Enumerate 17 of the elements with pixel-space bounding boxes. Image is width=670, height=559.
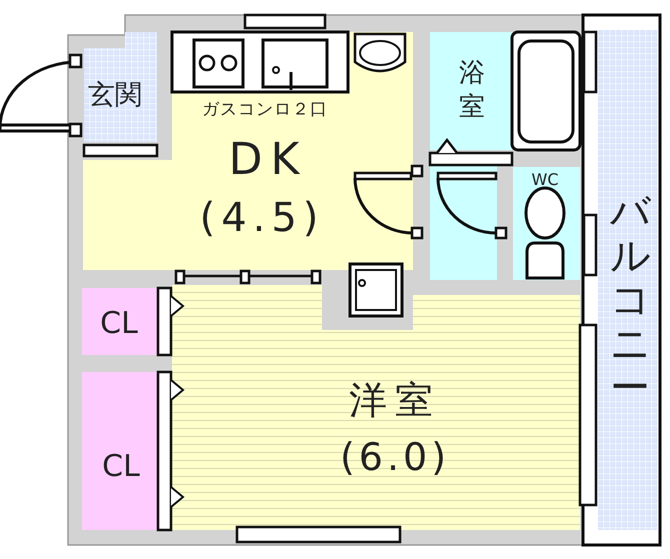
closet-floor: [82, 372, 158, 530]
room-name: DK: [228, 138, 308, 182]
room-name: CL: [102, 452, 140, 482]
bathroom-floor: [430, 32, 512, 152]
room-name: WC: [532, 172, 558, 188]
room-floor: [172, 285, 580, 530]
room-name: バルコニー: [610, 190, 650, 410]
room-size: (4.5): [200, 198, 324, 238]
room-name: 洋室: [349, 381, 441, 419]
room-name: CL: [100, 309, 138, 339]
room-name: 浴室: [459, 56, 485, 124]
room-size: (6.0): [340, 438, 450, 476]
closet-floor: [82, 288, 158, 355]
entrance-floor: [84, 32, 158, 142]
fixture-label: ガスコンロ２口: [202, 102, 328, 118]
balcony-floor: [598, 30, 658, 530]
room-name: 玄関: [88, 82, 142, 108]
